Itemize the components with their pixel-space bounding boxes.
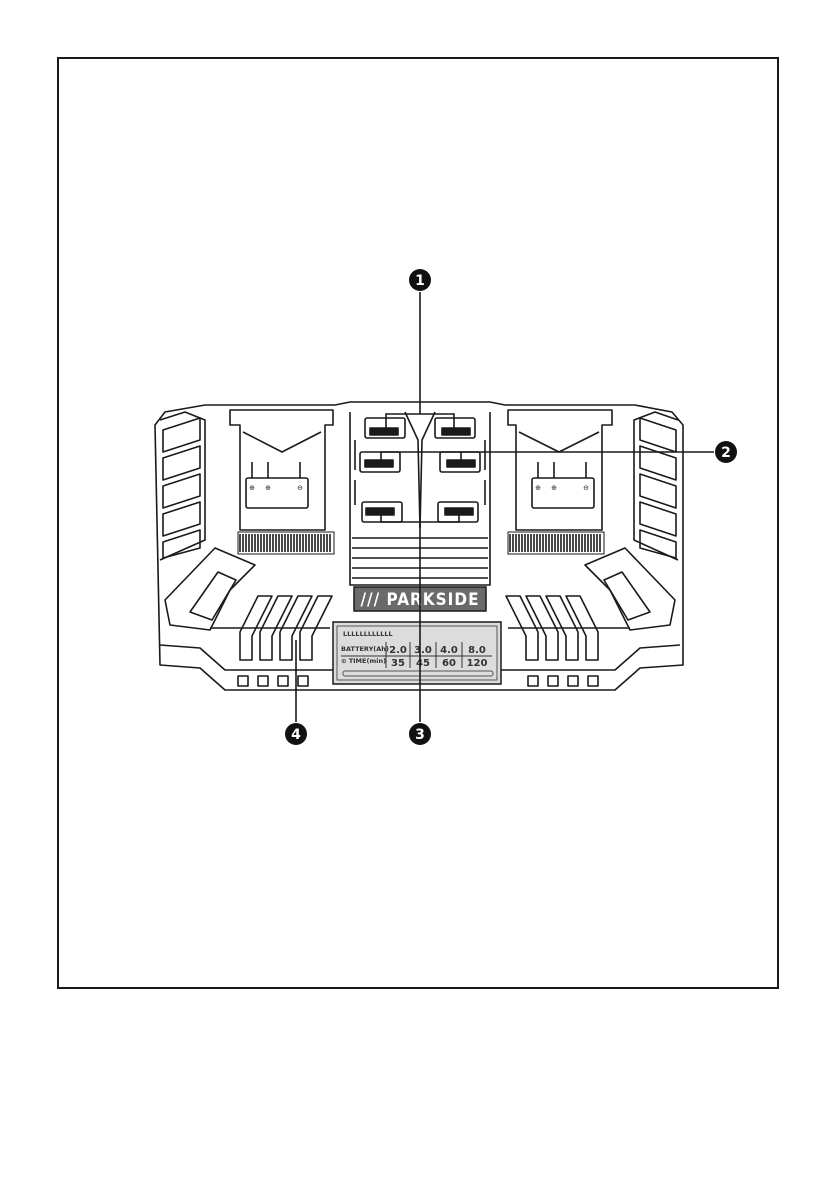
svg-text:4: 4 [291, 727, 301, 743]
callout-3: 3 [409, 723, 431, 745]
callout-2: 2 [715, 441, 737, 463]
label-header: LLLLLLLLLLLL [343, 630, 393, 638]
time-value: 60 [442, 658, 456, 669]
time-value: 35 [391, 658, 405, 669]
terminal-plus: ⊕ [535, 484, 541, 492]
callout-1: 1 [409, 269, 431, 291]
capacity-value: 3.0 [414, 645, 432, 656]
capacity-value: 8.0 [468, 645, 486, 656]
time-value: 45 [416, 658, 430, 669]
capacity-value: 4.0 [440, 645, 458, 656]
svg-text:1: 1 [415, 273, 425, 289]
time-row-label: ⊙ TIME(min) [341, 657, 386, 665]
capacity-value: 2.0 [389, 645, 407, 656]
battery-row-label: BATTERY(Ah) [341, 645, 389, 653]
terminal-plus: ⊕ [249, 484, 255, 492]
svg-text:2: 2 [721, 445, 731, 461]
callout-4: 4 [285, 723, 307, 745]
terminal-plus: ⊕ [265, 484, 271, 492]
charge-time-label: LLLLLLLLLLLL BATTERY(Ah) ⊙ TIME(min) 2.0… [333, 622, 501, 684]
terminal-minus: ⊖ [297, 484, 303, 492]
terminal-plus: ⊕ [551, 484, 557, 492]
terminal-minus: ⊖ [583, 484, 589, 492]
svg-text:3: 3 [415, 727, 425, 743]
time-value: 120 [467, 658, 488, 669]
